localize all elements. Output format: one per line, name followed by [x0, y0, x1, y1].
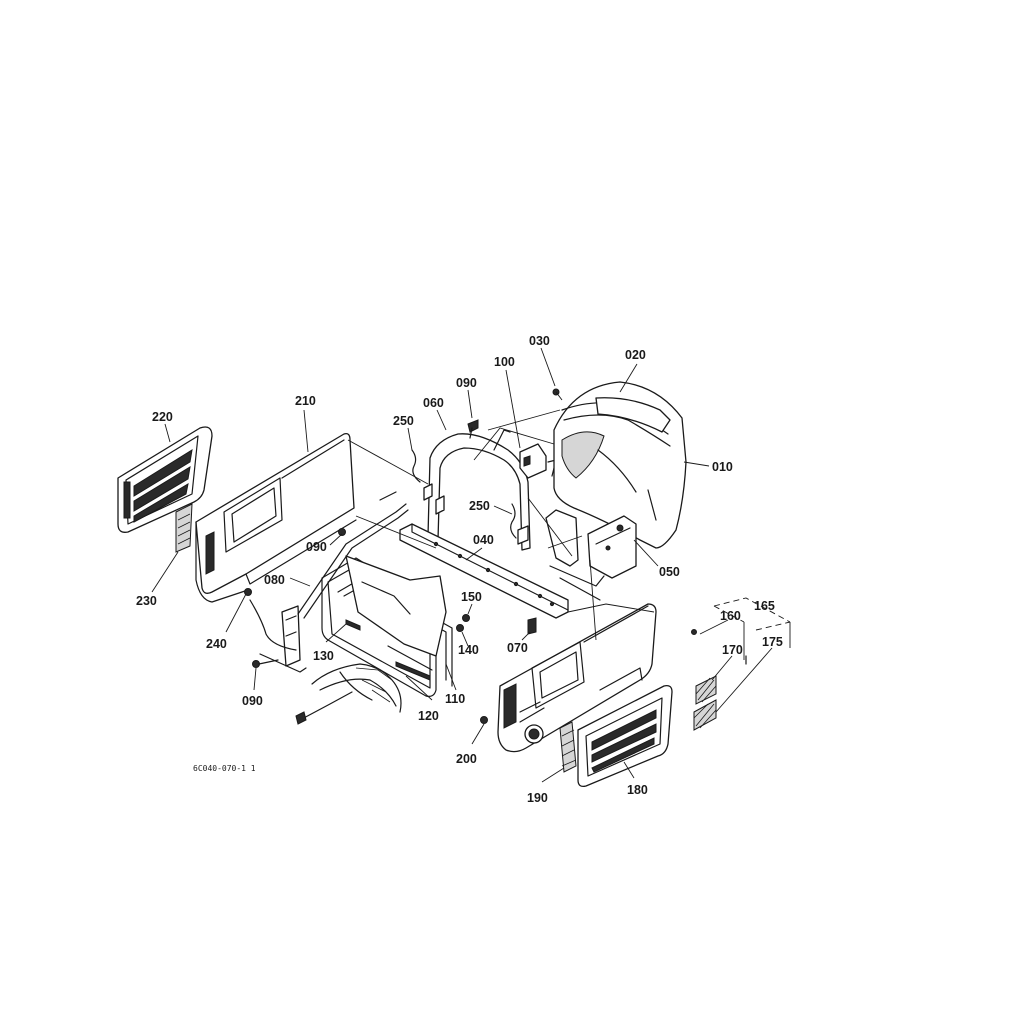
- label-160: 160: [720, 609, 741, 623]
- part-190-mesh: [559, 721, 577, 773]
- part-175-decal: [693, 699, 717, 731]
- label-030: 030: [529, 334, 550, 348]
- label-040: 040: [473, 533, 494, 547]
- label-090-top: 090: [456, 376, 477, 390]
- part-070-clip: [527, 617, 537, 635]
- label-230: 230: [136, 594, 157, 608]
- part-150-bolt: [462, 614, 470, 622]
- part-060-center-frame: [423, 429, 531, 551]
- part-180-right-grille: [577, 684, 673, 788]
- part-200-grommet: [480, 716, 488, 724]
- part-170-decal: [695, 675, 717, 705]
- part-090a-bolt: [467, 419, 479, 439]
- label-175: 175: [762, 635, 783, 649]
- label-060: 060: [423, 396, 444, 410]
- label-140: 140: [458, 643, 479, 657]
- label-120: 120: [418, 709, 439, 723]
- label-165: 165: [754, 599, 775, 613]
- part-090b-bolt: [338, 528, 346, 536]
- drawing-code: 6C040-070-1 1: [193, 764, 256, 773]
- label-250-mid: 250: [469, 499, 490, 513]
- label-170: 170: [722, 643, 743, 657]
- part-inner-panel: [345, 555, 447, 681]
- label-200: 200: [456, 752, 477, 766]
- label-250-top: 250: [393, 414, 414, 428]
- label-070: 070: [507, 641, 528, 655]
- part-160-bolt: [691, 629, 747, 665]
- part-240-grommet: [244, 588, 252, 596]
- part-230-left-mesh: [175, 503, 193, 553]
- label-100: 100: [494, 355, 515, 369]
- part-140-nut: [456, 624, 464, 632]
- part-220-left-grille: [117, 426, 213, 533]
- label-180: 180: [627, 783, 648, 797]
- leader-lines: [151, 347, 773, 783]
- part-100-bracket: [519, 443, 557, 479]
- part-number-labels: 010 020 030 040 050 060 070 080 090 090 …: [136, 334, 783, 805]
- part-250b-cable: [510, 503, 517, 539]
- part-050-rear-bracket: [545, 509, 637, 601]
- part-020-hood-trim: [595, 397, 671, 433]
- part-090c-bolt: [252, 659, 279, 668]
- part-lower-left-bracket: [249, 599, 307, 673]
- label-130: 130: [313, 649, 334, 663]
- label-240: 240: [206, 637, 227, 651]
- label-010: 010: [712, 460, 733, 474]
- label-050: 050: [659, 565, 680, 579]
- label-090-bottom: 090: [242, 694, 263, 708]
- label-020: 020: [625, 348, 646, 362]
- group-bracket-165: [713, 597, 791, 660]
- label-190: 190: [527, 791, 548, 805]
- part-right-side-panel: [497, 603, 657, 753]
- label-080: 080: [264, 573, 285, 587]
- label-220: 220: [152, 410, 173, 424]
- label-090-mid: 090: [306, 540, 327, 554]
- label-150: 150: [461, 590, 482, 604]
- label-110: 110: [445, 692, 465, 706]
- assembly-reference-lines: [347, 391, 655, 641]
- part-130-wiring-harness: [295, 663, 402, 725]
- label-210: 210: [295, 394, 316, 408]
- part-210-left-side-panel: [195, 432, 357, 603]
